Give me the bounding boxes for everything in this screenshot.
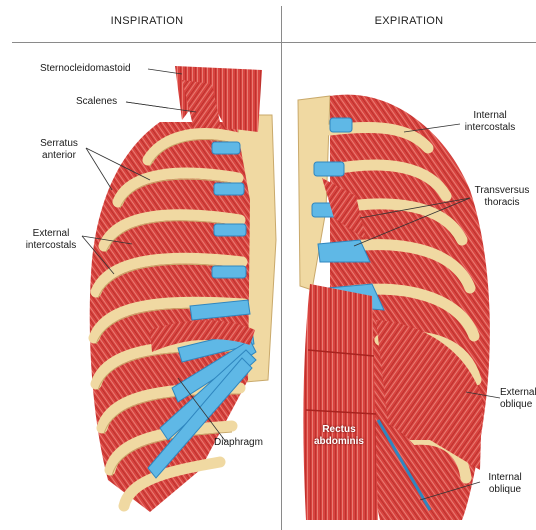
costal-cartilage	[314, 162, 344, 176]
label-serratus-line1: Serratus	[34, 138, 84, 150]
label-transversus-thoracis: Transversus thoracis	[470, 185, 534, 208]
label-internal-oblique: Internal oblique	[480, 472, 530, 495]
costal-cartilage	[212, 142, 240, 154]
label-transversus-line1: Transversus	[470, 185, 534, 197]
label-ext-intercostals-line1: External	[20, 228, 82, 240]
label-transversus-line2: thoracis	[470, 197, 534, 209]
label-int-oblique-line1: Internal	[480, 472, 530, 484]
label-external-intercostals: External intercostals	[20, 228, 82, 251]
costal-cartilage	[212, 266, 246, 278]
label-external-oblique: External oblique	[500, 387, 536, 410]
label-rectus-abdominis: Rectus abdominis	[304, 424, 374, 447]
label-ext-oblique-line1: External	[500, 387, 536, 399]
costal-cartilage	[214, 183, 244, 195]
costal-cartilage	[214, 224, 246, 236]
label-sternocleidomastoid: Sternocleidomastoid	[40, 63, 131, 75]
label-serratus-line2: anterior	[34, 150, 84, 162]
expiration-ribcage	[298, 95, 490, 520]
label-ext-oblique-line2: oblique	[500, 399, 536, 411]
rectus-abdominis-muscle	[303, 284, 378, 520]
label-ext-intercostals-line2: intercostals	[20, 240, 82, 252]
label-scalenes: Scalenes	[76, 96, 117, 108]
label-internal-intercostals: Internal intercostals	[460, 110, 520, 133]
label-int-intercostals-line2: intercostals	[460, 122, 520, 134]
label-int-intercostals-line1: Internal	[460, 110, 520, 122]
label-diaphragm: Diaphragm	[214, 437, 263, 449]
label-rectus-line2: abdominis	[304, 436, 374, 448]
label-rectus-line1: Rectus	[304, 424, 374, 436]
costal-cartilage	[330, 118, 352, 132]
label-serratus-anterior: Serratus anterior	[34, 138, 84, 161]
label-int-oblique-line2: oblique	[480, 484, 530, 496]
